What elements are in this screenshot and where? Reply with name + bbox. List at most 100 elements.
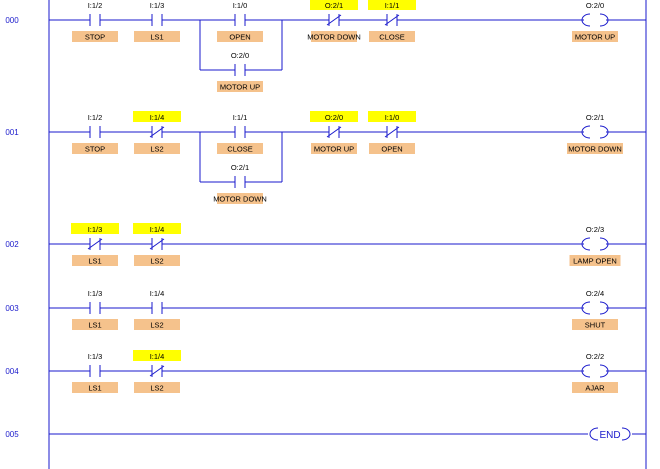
contact-address: I:1/0 — [233, 1, 248, 10]
coil-ajar[interactable] — [567, 349, 623, 395]
contact-label: LS2 — [150, 257, 163, 266]
rung-number: 001 — [5, 128, 19, 137]
contact-label-bg — [369, 143, 415, 154]
coil-label-bg — [572, 319, 618, 330]
contact-label-bg — [217, 193, 263, 204]
contact-label: MOTOR UP — [220, 83, 260, 92]
contact-label-bg — [72, 382, 118, 393]
coil-address: O:2/4 — [586, 289, 604, 298]
contact-label: OPEN — [381, 145, 402, 154]
contact-label-bg — [72, 31, 118, 42]
contact-label: LS1 — [88, 384, 101, 393]
contact-motor-up[interactable] — [308, 110, 360, 156]
end-instruction: END — [599, 430, 620, 441]
contact-nc-slash — [384, 14, 400, 26]
coil-address: O:2/1 — [586, 113, 604, 122]
contact-label-bg — [134, 382, 180, 393]
contact-address: I:1/2 — [88, 1, 103, 10]
contact-label-bg — [311, 143, 357, 154]
coil-gap — [583, 302, 607, 314]
contact-address: I:1/4 — [150, 352, 165, 361]
contact-close[interactable] — [366, 0, 418, 44]
coil-label: MOTOR UP — [575, 33, 615, 42]
coil-label: SHUT — [585, 321, 606, 330]
contact-address: I:1/4 — [150, 289, 165, 298]
rung-number: 005 — [5, 430, 19, 439]
contact-stop[interactable] — [69, 110, 121, 156]
contact-ls2[interactable] — [131, 349, 183, 395]
contact-nc-slash — [326, 126, 342, 138]
coil-motor-down[interactable] — [567, 110, 623, 156]
contact-label: CLOSE — [379, 33, 404, 42]
contact-address: O:2/1 — [325, 1, 343, 10]
coil-address: O:2/0 — [586, 1, 604, 10]
contact-nc-slash — [87, 238, 103, 250]
coil-lamp-open[interactable] — [567, 222, 623, 268]
contact-address: I:1/3 — [88, 352, 103, 361]
coil-motor-up[interactable] — [567, 0, 623, 44]
contact-open[interactable] — [214, 0, 266, 44]
contact-address: I:1/1 — [233, 113, 248, 122]
contact-address: I:1/3 — [88, 225, 103, 234]
end-left-arc — [589, 427, 599, 441]
coil-address: O:2/3 — [586, 225, 604, 234]
coil-gap — [583, 365, 607, 377]
contact-motor-down[interactable] — [308, 0, 360, 44]
coil-shut[interactable] — [567, 286, 623, 332]
contact-close[interactable] — [214, 110, 266, 156]
contact-label: LS1 — [88, 321, 101, 330]
contact-ls1[interactable] — [69, 222, 121, 268]
contact-motor-up[interactable] — [214, 48, 266, 94]
contact-label: STOP — [85, 33, 105, 42]
contact-label: STOP — [85, 145, 105, 154]
address-highlight — [71, 223, 119, 234]
contact-ls1[interactable] — [69, 286, 121, 332]
contact-address: I:1/2 — [88, 113, 103, 122]
contact-nc-slash — [149, 365, 165, 377]
contact-address: I:1/1 — [385, 1, 400, 10]
contact-address: O:2/1 — [231, 163, 249, 172]
contact-address: I:1/4 — [150, 113, 165, 122]
contact-label-bg — [134, 143, 180, 154]
coil-label-bg — [569, 255, 621, 266]
contact-label-bg — [369, 31, 415, 42]
rung-number: 000 — [5, 16, 19, 25]
contact-label: MOTOR DOWN — [307, 33, 361, 42]
address-highlight — [310, 111, 358, 122]
end-right-arc — [621, 427, 631, 441]
contact-ls1[interactable] — [131, 0, 183, 44]
contact-label-bg — [311, 31, 357, 42]
contact-label-bg — [72, 143, 118, 154]
contact-nc-slash — [149, 126, 165, 138]
address-highlight — [310, 0, 358, 10]
contact-ls2[interactable] — [131, 222, 183, 268]
coil-label-bg — [567, 143, 623, 154]
contact-open[interactable] — [366, 110, 418, 156]
contact-address: O:2/0 — [325, 113, 343, 122]
contact-label-bg — [217, 81, 263, 92]
coil-label: AJAR — [585, 384, 605, 393]
coil-label-bg — [572, 31, 618, 42]
contact-label-bg — [134, 319, 180, 330]
contact-stop[interactable] — [69, 0, 121, 44]
contact-label: MOTOR DOWN — [213, 195, 267, 204]
contact-motor-down[interactable] — [214, 160, 266, 206]
coil-label: MOTOR DOWN — [568, 145, 622, 154]
end-gap — [588, 427, 632, 441]
contact-label-bg — [72, 319, 118, 330]
coil-gap — [583, 238, 607, 250]
contact-ls2[interactable] — [131, 286, 183, 332]
coil-address: O:2/2 — [586, 352, 604, 361]
contact-ls1[interactable] — [69, 349, 121, 395]
contact-nc-slash — [384, 126, 400, 138]
contact-label: LS2 — [150, 384, 163, 393]
contact-nc-slash — [326, 14, 342, 26]
rung-number: 004 — [5, 367, 19, 376]
contact-label: MOTOR UP — [314, 145, 354, 154]
contact-nc-slash — [149, 238, 165, 250]
contact-label: CLOSE — [227, 145, 252, 154]
rung-number: 002 — [5, 240, 19, 249]
contact-ls2[interactable] — [131, 110, 183, 156]
contact-label: LS2 — [150, 145, 163, 154]
